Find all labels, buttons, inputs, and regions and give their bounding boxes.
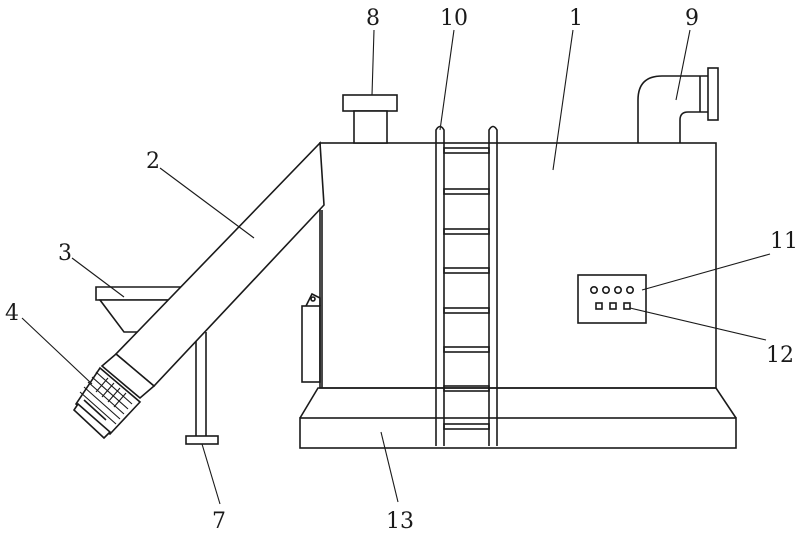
screw-conveyor: [102, 143, 324, 398]
label-hopper: 3: [58, 241, 72, 266]
outlet-pipe: [638, 68, 718, 143]
tank-body: [320, 143, 716, 388]
label-indicator-lights: 11: [770, 229, 798, 254]
label-support-leg: 7: [212, 509, 226, 533]
control-panel: [578, 275, 646, 323]
label-control-buttons: 12: [766, 343, 794, 368]
ladder: [436, 127, 497, 447]
support-leg: [186, 332, 218, 444]
label-ladder: 10: [440, 6, 468, 31]
side-bracket: [302, 294, 320, 382]
label-tank: 1: [569, 6, 583, 31]
label-base: 13: [386, 509, 414, 533]
label-outlet-pipe: 9: [685, 6, 699, 31]
inlet-port: [343, 95, 397, 143]
ladder-rungs: [444, 148, 489, 429]
base-platform: [300, 388, 736, 448]
label-inlet-port: 8: [366, 6, 380, 31]
label-motor: 4: [5, 301, 19, 326]
label-screw-conveyor: 2: [146, 149, 160, 174]
